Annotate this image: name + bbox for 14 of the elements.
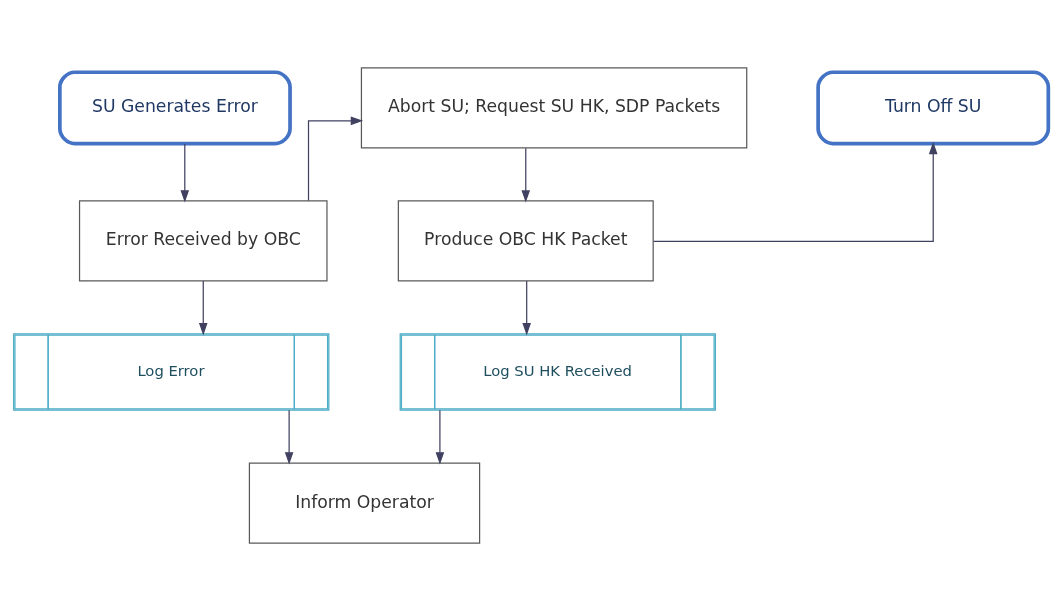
- arrow: [652, 141, 938, 243]
- node-box: Inform Operator: [248, 462, 481, 544]
- arrow: [198, 280, 208, 336]
- node-box: Produce OBC HK Packet: [397, 200, 654, 282]
- arrow: [284, 409, 294, 465]
- arrow: [180, 143, 190, 203]
- arrow: [522, 280, 531, 336]
- node-box: Error Received by OBC: [78, 200, 328, 282]
- node-box: Abort SU; Request SU HK, SDP Packets: [360, 67, 748, 149]
- arrow: [521, 147, 531, 203]
- node-box: Turn Off SU: [816, 70, 1051, 146]
- arrow: [435, 409, 445, 465]
- node-box: SU Generates Error: [58, 70, 292, 146]
- arrow: [307, 116, 364, 202]
